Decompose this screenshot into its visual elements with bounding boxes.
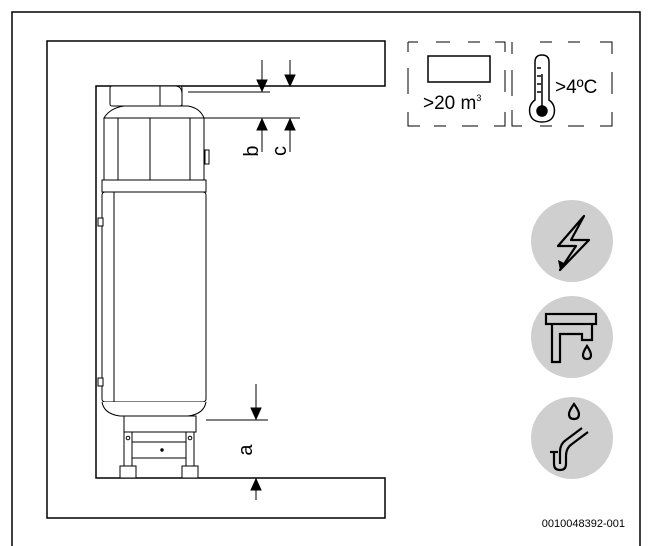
room-volume-icon — [427, 55, 491, 83]
dimension-label-b: b — [241, 145, 263, 156]
dimension-label-a: a — [235, 444, 257, 456]
side-connection-lower — [97, 377, 104, 387]
figure-reference-number: 0010048392-001 — [542, 518, 625, 530]
room-outline — [46, 40, 386, 519]
side-handle — [204, 149, 210, 165]
condensate-drain-icon — [531, 397, 613, 479]
water-tap-icon — [531, 296, 613, 378]
side-connection-upper — [97, 217, 104, 227]
water-heater-illustration — [97, 85, 210, 479]
thermometer-icon — [528, 54, 556, 123]
heater-base — [123, 415, 197, 433]
dimension-top — [188, 60, 300, 152]
room-volume-label: >20 m3 — [423, 93, 481, 114]
heat-pump-housing — [103, 117, 205, 181]
heater-top-cap — [103, 105, 205, 119]
electrical-supply-icon — [531, 200, 613, 282]
adjustable-feet-frame — [131, 431, 195, 459]
heater-band — [101, 179, 207, 193]
heater-tank — [101, 191, 207, 403]
dimension-bottom — [206, 384, 268, 500]
temperature-label: >4ºC — [555, 77, 597, 98]
room-volume-box — [407, 41, 506, 127]
figure-border — [11, 11, 641, 546]
temperature-box — [511, 41, 613, 127]
dimension-label-c: c — [269, 146, 291, 156]
air-duct-box — [109, 85, 183, 107]
